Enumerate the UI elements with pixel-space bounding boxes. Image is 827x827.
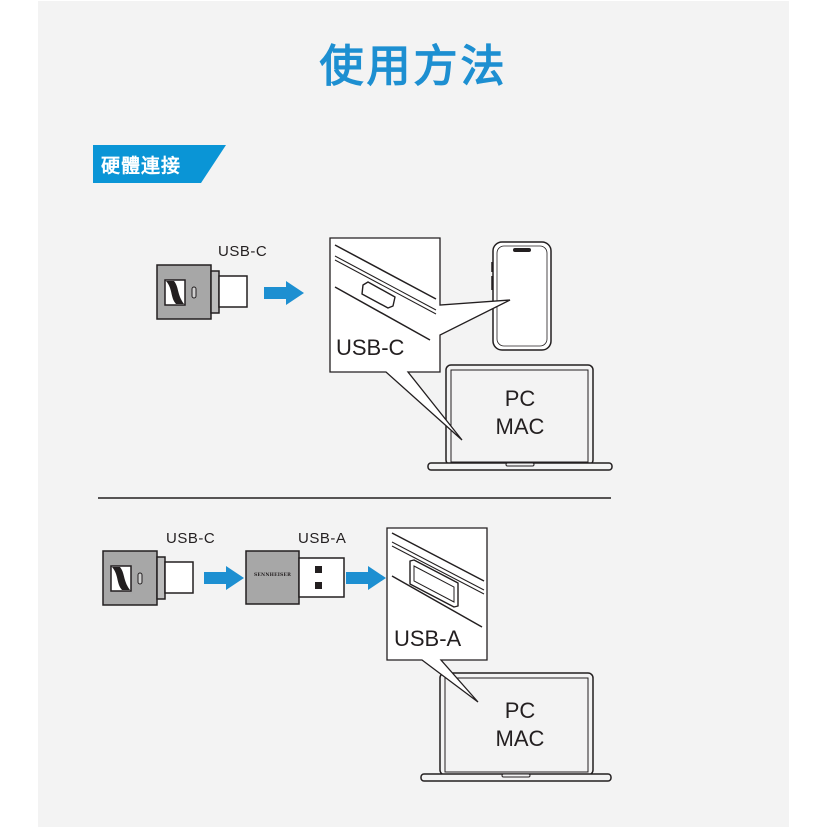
section-tag-hardware-connection: 硬體連接 [93, 145, 226, 183]
arrow-right-icon [346, 566, 386, 590]
arrow-right-icon [264, 281, 304, 305]
laptop-label-line1: PC [504, 386, 536, 411]
arrow-right-icon [204, 566, 244, 590]
usb-a-port-callout [386, 527, 488, 703]
port-callout-label: USB-C [336, 335, 405, 360]
usb-c-port-icon [361, 281, 396, 309]
port-callout-label: USB-A [394, 626, 462, 651]
laptop-label: PC MAC [470, 697, 570, 753]
laptop-label-line2: MAC [495, 414, 545, 439]
page-title: 使用方法 [319, 41, 508, 92]
connector-label-usb-c: USB-C [166, 530, 216, 547]
laptop-label-line2: MAC [495, 726, 545, 751]
usb-a-port-icon [409, 559, 459, 608]
adapter-label-usb-a: USB-A [298, 530, 347, 547]
usb-c-dongle-icon [156, 264, 248, 320]
usb-c-dongle-icon [102, 550, 194, 606]
laptop-icon [427, 364, 613, 471]
section-tag-background [93, 145, 226, 183]
laptop-label-line1: PC [504, 698, 536, 723]
section-tag-label: 硬體連接 [101, 155, 182, 177]
laptop-icon [420, 672, 612, 782]
laptop-label: PC MAC [470, 385, 570, 441]
smartphone-icon [491, 241, 552, 351]
content-panel [38, 1, 789, 827]
adapter-brand-label: SENNHEISER [253, 573, 292, 578]
usb-c-port-callout [329, 237, 511, 441]
connector-label-usb-c: USB-C [218, 243, 268, 260]
usb-a-adapter-icon [245, 550, 345, 605]
